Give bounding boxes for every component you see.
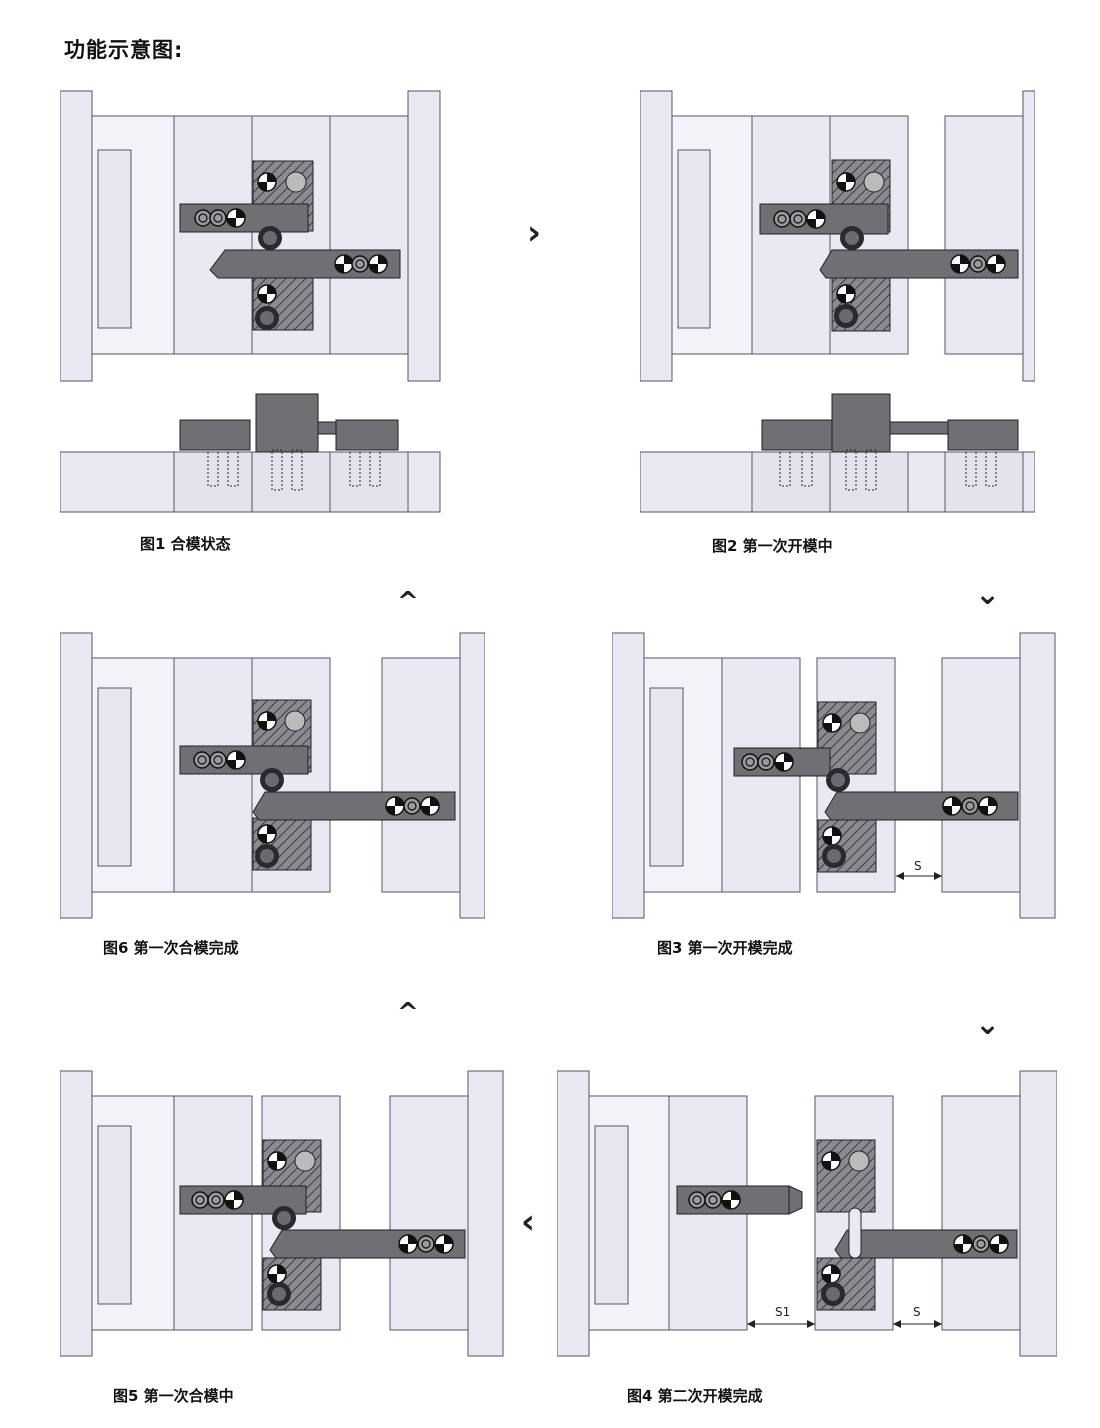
figure-4-diagram: S1 S bbox=[557, 1070, 1057, 1357]
page-title: 功能示意图: bbox=[64, 38, 184, 62]
dimension-s1-label: S1 bbox=[775, 1305, 790, 1319]
flow-arrow-5-to-6: ^ bbox=[397, 998, 419, 1028]
flow-arrow-3-to-4: ⌄ bbox=[975, 1007, 1001, 1042]
flow-arrow-1-to-2: › bbox=[527, 213, 542, 253]
flow-arrow-2-to-3: ⌄ bbox=[975, 577, 1001, 612]
caption-figure-4: 图4 第二次开模完成 bbox=[627, 1387, 763, 1405]
caption-figure-2: 图2 第一次开模中 bbox=[712, 537, 833, 555]
dimension-s-label: S bbox=[914, 859, 922, 873]
figure-6-diagram bbox=[60, 632, 485, 919]
caption-figure-1: 图1 合模状态 bbox=[140, 535, 231, 553]
flow-arrow-4-to-5: ‹ bbox=[521, 1202, 536, 1242]
caption-figure-6: 图6 第一次合模完成 bbox=[103, 939, 239, 957]
flow-arrow-6-to-1: ^ bbox=[397, 587, 419, 617]
figure-1-diagram bbox=[60, 90, 441, 513]
figure-5-diagram bbox=[60, 1070, 504, 1357]
caption-figure-5: 图5 第一次合模中 bbox=[113, 1387, 234, 1405]
figure-2-diagram bbox=[640, 90, 1035, 513]
figure-3-diagram: S bbox=[612, 632, 1056, 919]
dimension-s-label: S bbox=[913, 1305, 921, 1319]
caption-figure-3: 图3 第一次开模完成 bbox=[657, 939, 793, 957]
